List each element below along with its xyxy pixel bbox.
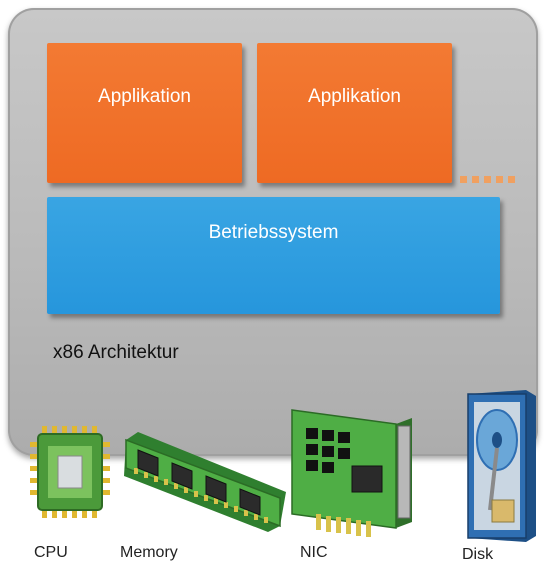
operating-system-box: Betriebssystem	[47, 197, 500, 314]
application-box-2: Applikation	[257, 43, 452, 183]
application-label-2: Applikation	[308, 86, 401, 107]
architecture-label: x86 Architektur	[53, 342, 179, 363]
memory-label: Memory	[120, 544, 178, 561]
hard-disk-icon	[467, 390, 536, 542]
cpu-label: CPU	[34, 544, 68, 561]
cpu-chip-icon	[30, 426, 110, 518]
application-label-1: Applikation	[98, 86, 191, 107]
memory-module-icon	[124, 432, 286, 532]
nic-label: NIC	[300, 544, 328, 561]
application-box-1: Applikation	[47, 43, 242, 183]
more-applications-dots	[460, 174, 530, 184]
network-card-icon	[291, 409, 412, 537]
disk-label: Disk	[462, 546, 494, 563]
operating-system-label: Betriebssystem	[208, 222, 339, 243]
